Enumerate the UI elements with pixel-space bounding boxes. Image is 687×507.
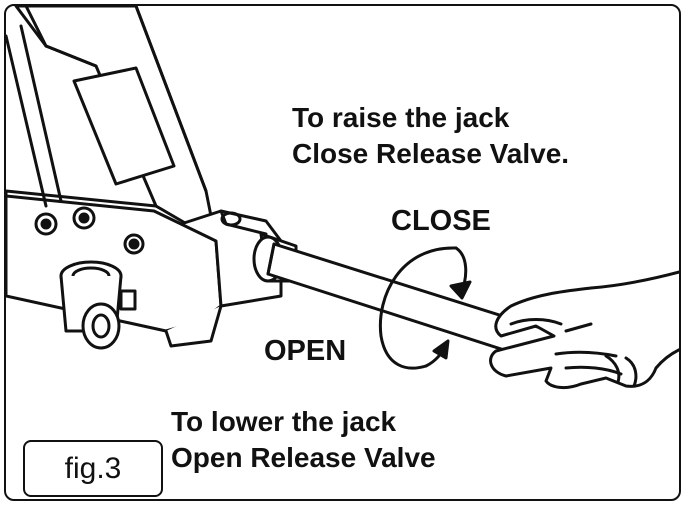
hand [489,270,679,390]
raise-instruction: To raise the jack Close Release Valve. [292,100,569,172]
caster-wheel [59,260,137,350]
lift-arm [6,6,218,243]
lower-instruction-line1: To lower the jack [171,406,397,437]
open-direction-label: OPEN [264,335,347,367]
raise-instruction-line1: To raise the jack [292,102,510,133]
raise-instruction-line2: Close Release Valve. [292,138,570,169]
rotation-indicator [378,246,472,370]
close-direction-label: CLOSE [391,205,491,237]
figure-label-box: fig.3 [23,440,163,497]
lower-instruction: To lower the jack Open Release Valve [171,404,436,476]
jack-illustration [6,6,679,390]
lower-instruction-line2: Open Release Valve [171,442,436,473]
chassis-bolts [34,206,145,255]
figure-frame: To raise the jack Close Release Valve. C… [4,4,681,501]
figure-label: fig.3 [64,451,122,485]
